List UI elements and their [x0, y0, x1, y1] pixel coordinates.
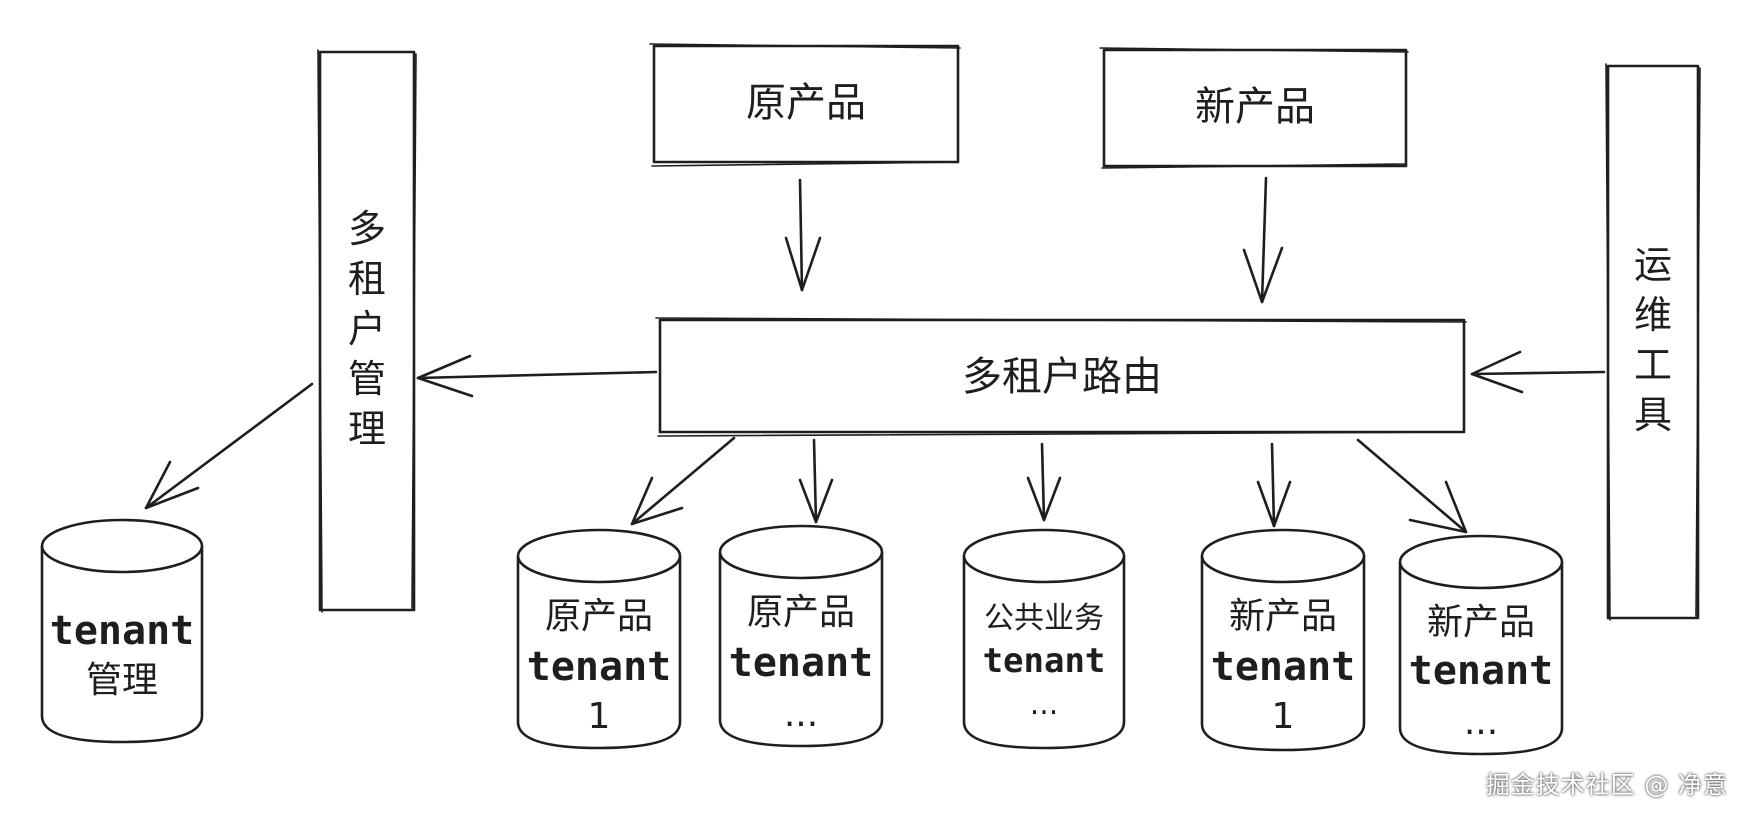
arrow-router-to-management — [416, 354, 658, 398]
db-common-tenant-line-1: 公共业务 — [984, 601, 1104, 636]
ops-tools-box: 运 维 工 具 — [1605, 63, 1701, 621]
arrow-management-to-db — [144, 382, 314, 510]
db-tenant-management-line-2: 管理 — [86, 660, 158, 701]
ops-tools-char-3: 工 — [1634, 343, 1672, 387]
db-orig-tenant-etc: 原产品 tenant ... — [718, 524, 884, 748]
db-orig-tenant-1: 原产品 tenant 1 — [516, 528, 682, 750]
db-new-tenant-1-line-3: 1 — [1272, 696, 1295, 737]
new-product-label: 新产品 — [1195, 84, 1315, 130]
arrow-router-to-new-tenant-etc — [1356, 438, 1468, 534]
db-orig-tenant-1-line-2: tenant — [527, 644, 672, 690]
db-orig-tenant-etc-line-1: 原产品 — [747, 592, 855, 633]
db-orig-tenant-etc-line-3: ... — [784, 694, 818, 735]
db-new-tenant-etc-line-1: 新产品 — [1427, 602, 1535, 643]
ops-tools-char-1: 运 — [1634, 243, 1672, 287]
tenant-router-label: 多租户路由 — [962, 354, 1162, 400]
arrow-new-to-router — [1242, 176, 1284, 304]
db-new-tenant-etc-line-2: tenant — [1409, 648, 1554, 694]
ops-tools-char-2: 维 — [1634, 293, 1672, 337]
arrow-router-to-common-tenant — [1026, 442, 1062, 522]
db-new-tenant-1: 新产品 tenant 1 — [1200, 528, 1366, 752]
arrow-original-to-router — [784, 178, 822, 292]
db-common-tenant: 公共业务 tenant ... — [962, 528, 1126, 750]
arrow-ops-to-router — [1470, 350, 1606, 394]
tenant-management-char-5: 理 — [348, 407, 386, 451]
original-product-box: 原产品 — [649, 43, 961, 167]
db-new-tenant-1-line-1: 新产品 — [1229, 596, 1337, 637]
db-common-tenant-line-3: ... — [1030, 687, 1059, 722]
ops-tools-char-4: 具 — [1634, 393, 1672, 437]
db-new-tenant-etc: 新产品 tenant ... — [1398, 534, 1564, 756]
db-tenant-management-line-1: tenant — [50, 608, 195, 654]
db-orig-tenant-1-line-3: 1 — [588, 696, 611, 737]
tenant-management-char-3: 户 — [348, 307, 386, 351]
db-tenant-management: tenant 管理 — [40, 518, 204, 744]
db-common-tenant-line-2: tenant — [983, 641, 1106, 681]
tenant-management-char-1: 多 — [348, 207, 386, 251]
new-product-box: 新产品 — [1099, 47, 1409, 169]
arrow-router-to-orig-tenant-etc — [798, 438, 834, 524]
arrow-router-to-orig-tenant-1 — [630, 436, 736, 526]
tenant-management-char-4: 管 — [348, 357, 386, 401]
watermark: 掘金技术社区 @ 净意 — [1485, 771, 1728, 799]
db-new-tenant-1-line-2: tenant — [1211, 644, 1356, 690]
db-orig-tenant-1-line-1: 原产品 — [545, 596, 653, 637]
tenant-management-box: 多 租 户 管 理 — [317, 49, 417, 613]
db-orig-tenant-etc-line-2: tenant — [729, 640, 874, 686]
arrow-router-to-new-tenant-1 — [1256, 442, 1292, 528]
tenant-management-char-2: 租 — [348, 257, 386, 301]
db-new-tenant-etc-line-3: ... — [1464, 702, 1498, 743]
tenant-router-box: 多租户路由 — [655, 317, 1467, 437]
original-product-label: 原产品 — [746, 80, 866, 126]
